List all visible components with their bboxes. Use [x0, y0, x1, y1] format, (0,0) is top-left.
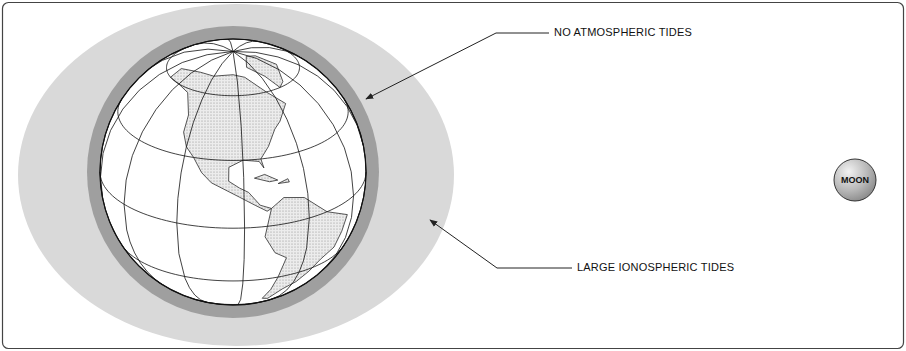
callout-label: NO ATMOSPHERIC TIDES: [554, 26, 692, 38]
continent: [278, 179, 289, 184]
leader-line: [366, 33, 549, 99]
callout-label: LARGE IONOSPHERIC TIDES: [577, 261, 734, 273]
globe-outline: [100, 39, 366, 305]
atmosphere-band: [87, 26, 379, 318]
globe: [100, 39, 366, 305]
globe-map: [100, 39, 366, 305]
continent: [171, 69, 286, 212]
continent: [246, 56, 283, 88]
graticule: [100, 39, 366, 305]
moon-disc: [834, 159, 876, 201]
ionosphere-band: [18, 4, 454, 346]
leader-line: [430, 220, 572, 268]
moon-label: MOON: [841, 175, 869, 185]
continent: [254, 174, 277, 181]
frame: [3, 3, 904, 349]
continent: [262, 197, 347, 298]
moon-circle: MOON: [833, 158, 877, 202]
